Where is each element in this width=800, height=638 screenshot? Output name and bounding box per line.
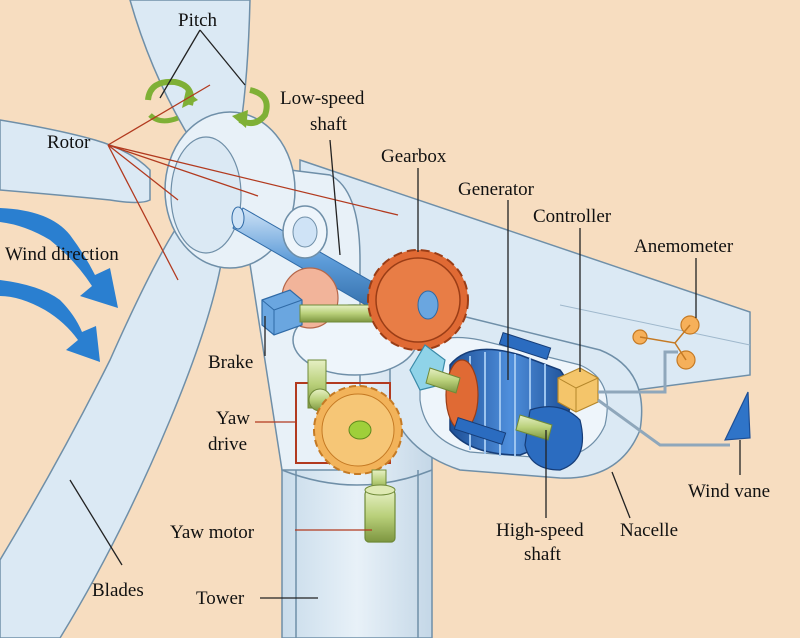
yaw-drive: [295, 359, 403, 475]
label-low-speed-shaft-line2: shaft: [310, 114, 348, 135]
label-anemometer: Anemometer: [634, 236, 734, 257]
gearbox-gear: [367, 249, 469, 351]
label-tower: Tower: [196, 588, 245, 609]
label-yaw-drive-line1: Yaw: [216, 408, 250, 429]
label-nacelle: Nacelle: [620, 520, 678, 541]
label-wind-direction: Wind direction: [5, 244, 119, 265]
label-low-speed-shaft-line1: Low-speed: [280, 88, 365, 109]
label-controller: Controller: [533, 206, 612, 227]
yaw-motor: [364, 469, 396, 543]
pitch-arrows: [145, 78, 270, 128]
label-high-speed-shaft-line2: shaft: [524, 544, 562, 565]
label-blades: Blades: [92, 580, 144, 601]
label-generator: Generator: [458, 179, 535, 200]
low-speed-shaft: [231, 205, 396, 316]
label-yaw-drive-line2: drive: [208, 434, 247, 455]
label-rotor: Rotor: [47, 132, 91, 153]
label-gearbox: Gearbox: [381, 146, 447, 167]
label-high-speed-shaft-line1: High-speed: [496, 520, 584, 541]
brake: [261, 267, 381, 336]
red-leader-lines: [107, 84, 399, 531]
sensor-mast: [597, 315, 751, 447]
label-pitch: Pitch: [178, 10, 218, 31]
leader-lines: [69, 29, 741, 599]
label-wind-vane: Wind vane: [688, 481, 770, 502]
label-yaw-motor: Yaw motor: [170, 522, 255, 543]
label-brake: Brake: [208, 352, 253, 373]
wind-direction-arrows: [0, 208, 118, 362]
generator: [425, 331, 584, 471]
